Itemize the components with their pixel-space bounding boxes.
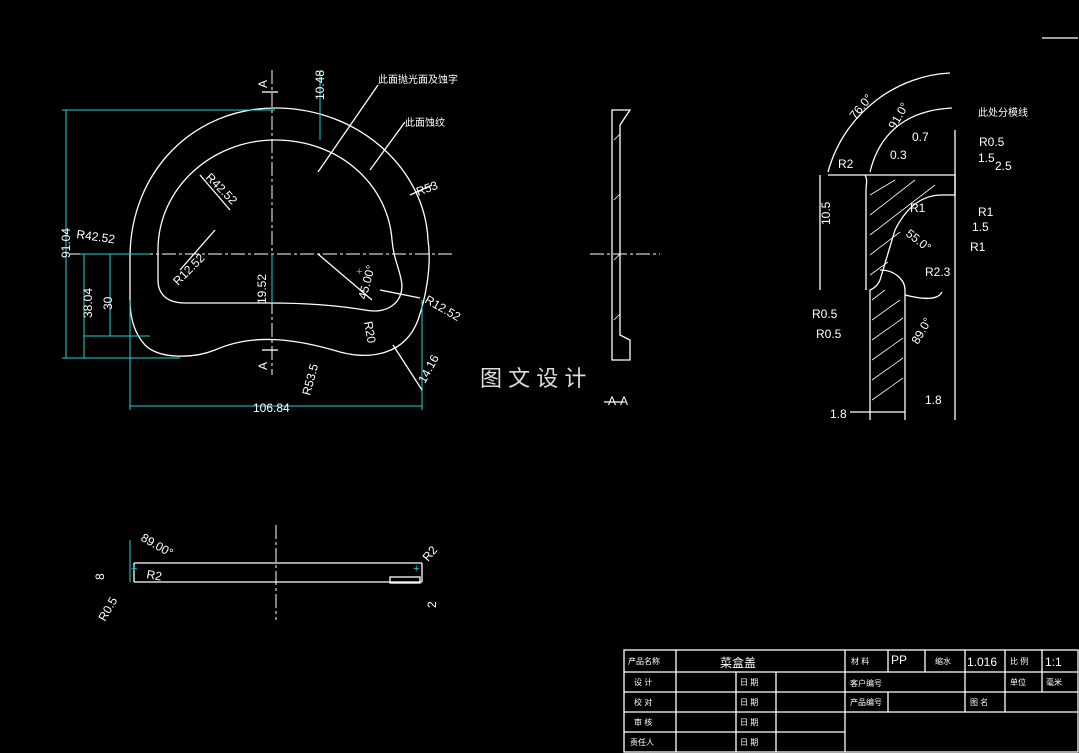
tb-design-label: 设 计: [634, 677, 652, 687]
tb-shrink: 1.016: [967, 655, 997, 669]
tb-check-label: 校 对: [634, 697, 652, 707]
dim-1-8-left: 1.8: [830, 407, 847, 421]
section-profile: [611, 109, 632, 361]
leader-etch: [369, 121, 406, 171]
section-mark-bottom: A: [256, 362, 270, 370]
dim-r2-3: R2.3: [925, 265, 951, 279]
dim-r53: R53: [414, 178, 440, 199]
dim-r2: R2: [838, 157, 854, 171]
dim-r0-5-side: R0.5: [95, 594, 120, 623]
tb-shrink-label: 缩水: [935, 656, 951, 666]
dim-55: 55.0°: [903, 226, 934, 254]
arc-76: [827, 72, 951, 173]
tb-product-name-label: 产品名称: [628, 656, 660, 666]
hatch-line: [613, 253, 621, 261]
dim-r2-left: R2: [145, 567, 163, 584]
tb-unit: 毫米: [1046, 677, 1062, 687]
dim-1-5-mid: 1.5: [972, 220, 989, 234]
detail-hatch: [869, 179, 936, 401]
note-polish: 此面抛光面及蚀字: [378, 73, 458, 86]
watermark: 图 文 设 计: [480, 366, 586, 391]
hatch-line: [613, 313, 621, 321]
dim-1-8-right: 1.8: [925, 393, 942, 407]
dim-45-leader: [317, 253, 373, 301]
dim-0-3: 0.3: [890, 148, 907, 162]
tb-product-no-label: 产品编号: [850, 697, 882, 707]
leader-polish: [317, 84, 379, 173]
dim-r20: R20: [361, 320, 379, 344]
dim-r42-52-outer: R42.52: [76, 227, 117, 246]
dim-38-04: 38.04: [81, 288, 95, 318]
arc-91: [869, 107, 953, 173]
dim-r0-5-top: R0.5: [979, 135, 1005, 149]
side-slot: [389, 576, 421, 584]
note-etch: 此面蚀纹: [405, 116, 445, 129]
side-view: 89.00° R2 8 R0.5 R2 2 + +: [93, 525, 440, 624]
dim-r1-a: R1: [910, 201, 926, 215]
dim-2-5: 2.5: [995, 159, 1012, 173]
leader-r12-left: [179, 229, 216, 271]
tb-product-name: 菜盒盖: [720, 655, 756, 670]
outer-outline: [129, 107, 430, 357]
dim-r53-5: R53.5: [299, 362, 321, 397]
dim-2: 2: [425, 601, 439, 608]
detail-view: 76.0° 91.0° 此处分模线 0.7 R0.5 0.3 1.5 2.5 R…: [812, 72, 1028, 421]
dim-89-right: 89.0°: [908, 315, 934, 347]
tb-date-label-2: 日 期: [740, 698, 758, 707]
tb-date-label-4: 日 期: [740, 738, 758, 747]
dim-14-16: 14.16: [415, 352, 442, 385]
note-parting: 此处分模线: [978, 106, 1028, 119]
dim-r0-5-b: R0.5: [816, 327, 842, 341]
tb-material: PP: [891, 653, 907, 667]
leader-r12-right: [379, 289, 421, 299]
leader-r42-inner: [199, 174, 231, 211]
dim-r12-52-left: R12.52: [170, 251, 207, 288]
leader-r53: [409, 184, 433, 196]
dim-91: 91.0°: [885, 100, 911, 132]
dim-106-84: 106.84: [253, 401, 290, 415]
dim-r1-b: R1: [978, 205, 994, 219]
dim-r1-c: R1: [970, 240, 986, 254]
dim-r42-52-inner: R42.52: [203, 170, 240, 207]
tb-customer-label: 客户编号: [850, 678, 882, 688]
dim-10-48: 10.48: [313, 70, 327, 100]
tb-drawing-name-label: 图 名: [970, 697, 988, 707]
dim-19-52: 19.52: [255, 274, 269, 304]
tb-material-label: 材 料: [851, 656, 869, 666]
tb-unit-label: 单位: [1010, 677, 1026, 687]
section-view: A-A 图 文 设 计: [480, 109, 660, 408]
dim-10-5: 10.5: [819, 201, 833, 225]
hatch-line: [613, 133, 621, 141]
section-mark-top: A: [256, 80, 270, 88]
title-block: 产品名称 菜盒盖 材 料 PP 缩水 1.016 比 例 1:1 设 计 日 期…: [623, 649, 1079, 753]
dim-r12-52-right: R12.52: [423, 292, 464, 324]
tb-date-label-3: 日 期: [740, 718, 758, 727]
inner-outline: [157, 139, 403, 312]
dim-76: 76.0°: [847, 91, 876, 122]
dim-1-5-top: 1.5: [978, 151, 995, 165]
dim-30: 30: [101, 296, 115, 310]
title-block-frame: [623, 649, 1079, 753]
dim-0-7: 0.7: [912, 130, 929, 144]
leader-14-16: [392, 344, 423, 391]
tb-date-label: 日 期: [740, 678, 758, 687]
detail-profile: [828, 174, 956, 420]
tb-review-label: 审 核: [634, 717, 652, 727]
dim-r2-right: R2: [420, 543, 441, 564]
section-label: A-A: [608, 394, 628, 408]
tb-scale-label: 比 例: [1010, 656, 1028, 666]
dim-8: 8: [93, 573, 107, 580]
center-mark: +: [356, 266, 362, 278]
dim-91-04: 91.04: [59, 228, 73, 258]
arc-89: [904, 291, 943, 300]
center-mark: +: [131, 563, 137, 575]
dim-89-side: 89.00°: [139, 530, 176, 560]
tb-owner-label: 责任人: [630, 737, 654, 747]
front-view: A A 10.48 R42.52 R53 R42.52 91.04 38.04: [59, 70, 463, 415]
hatch-line: [613, 193, 621, 201]
tb-scale: 1:1: [1045, 655, 1062, 669]
dim-r0-5-a: R0.5: [812, 307, 838, 321]
center-mark: +: [413, 563, 419, 575]
